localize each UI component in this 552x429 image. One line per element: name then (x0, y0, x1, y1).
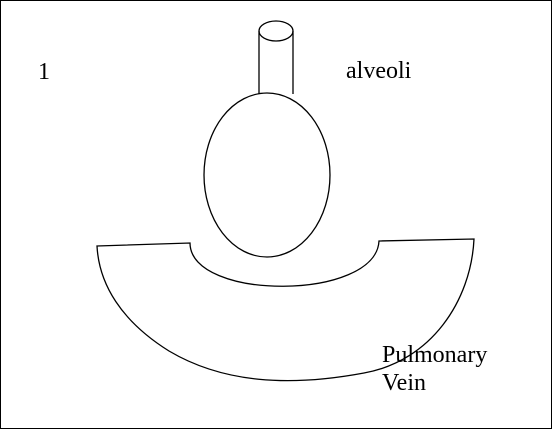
pulmonary-vein-label-line1: Pulmonary (382, 341, 487, 369)
alveolus (204, 93, 330, 257)
alveoli-label: alveoli (346, 57, 411, 85)
figure-number: 1 (38, 58, 50, 86)
pulmonary-vein-label: Pulmonary Vein (382, 341, 487, 397)
pulmonary-vein-label-line2: Vein (382, 369, 487, 397)
alveolar-duct-top (259, 21, 293, 41)
